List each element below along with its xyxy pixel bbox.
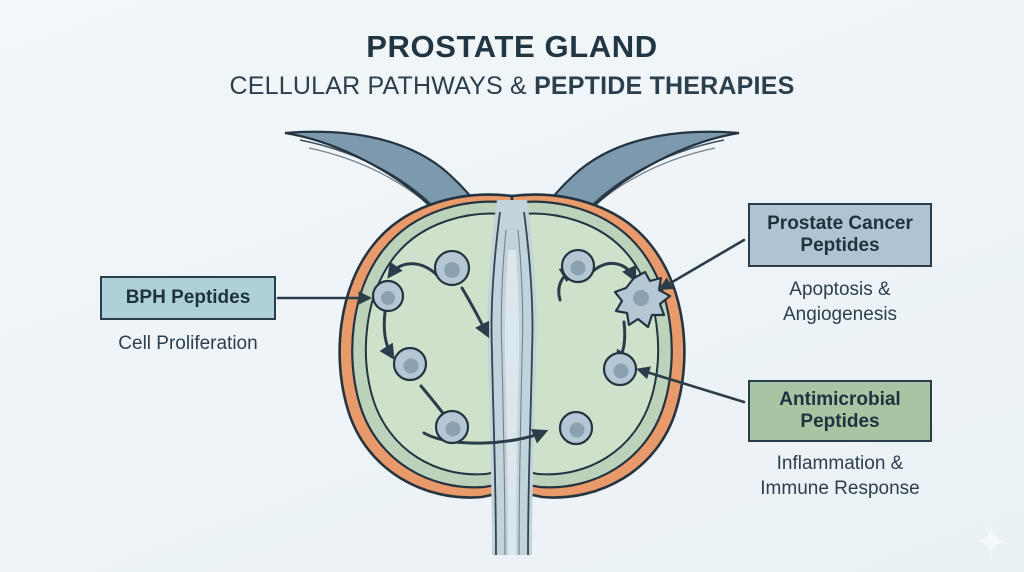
cell [602,351,638,387]
callout-caption-bph: Cell Proliferation [118,333,258,354]
callout-caption-prostate-cancer: Apoptosis & Angiogenesis [782,279,898,325]
page-subtitle-light: CELLULAR PATHWAYS & [229,72,535,101]
page-subtitle: CELLULAR PATHWAYS & PEPTIDE THERAPIES [0,72,1024,101]
connector-cancer [658,238,746,291]
cell [371,279,405,313]
cell [392,346,428,382]
cell [560,248,596,284]
callout-box-bph[interactable]: BPH Peptides [100,276,276,320]
callout-box-prostate-cancer[interactable]: Prostate Cancer Peptides [748,203,932,267]
callout-caption-antimicrobial: Inflammation & Immune Response [760,453,920,499]
cell [434,409,470,445]
callout-connectors [276,238,746,404]
epithelial-cells [371,248,638,446]
urethra [487,200,537,556]
cancer-cell [613,270,672,329]
cell [433,249,471,287]
cell [558,410,594,446]
title-block: PROSTATE GLAND CELLULAR PATHWAYS & PEPTI… [0,29,1024,101]
callout-box-antimicrobial[interactable]: Antimicrobial Peptides [748,380,932,442]
page-title: PROSTATE GLAND [366,29,658,64]
sparkle-star-icon [975,525,1007,557]
connector-antimicrobial [636,366,746,404]
page-subtitle-strong: PEPTIDE THERAPIES [534,72,795,101]
pathway-arrows-left [379,261,549,445]
